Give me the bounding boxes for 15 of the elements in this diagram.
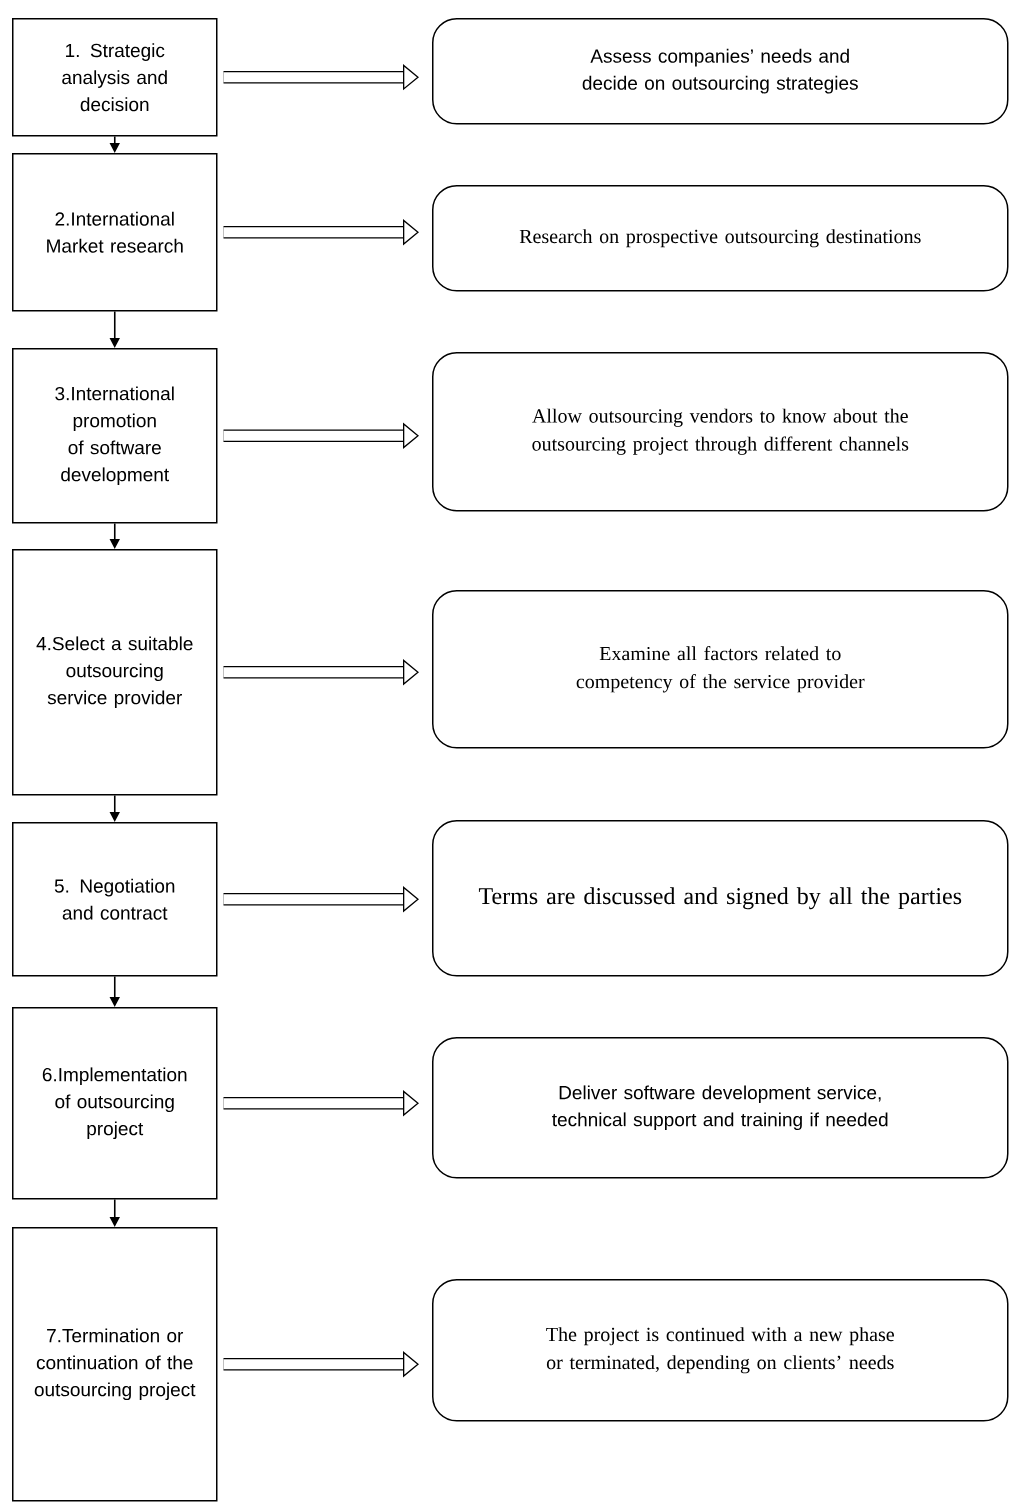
block-arrow	[223, 422, 419, 449]
description-box: Terms are discussed and signed by all the parties	[432, 820, 1009, 977]
step-box: 4.Select a suitable outsourcing service provider	[12, 549, 218, 796]
description-box: Deliver software development service, technical support and training if needed	[432, 1037, 1009, 1179]
step-box: 7.Termination or continuation of the outsourcing project	[12, 1227, 218, 1502]
description-box: Assess companies’ needs and decide on outsourcing strategies	[432, 18, 1009, 125]
description-box: Allow outsourcing vendors to know about the outsourcing project through different channels	[432, 352, 1009, 512]
step-box: 1. Strategic analysis and decision	[12, 18, 218, 137]
step-box: 2.International Market research	[12, 153, 218, 312]
description-box: Examine all factors related to competency of the service provider	[432, 590, 1009, 749]
description-box: The project is continued with a new phase or terminated, depending on clients’ needs	[432, 1279, 1009, 1422]
step-box: 3.International promotion of software development	[12, 348, 218, 524]
description-box: Research on prospective outsourcing destinations	[432, 185, 1009, 292]
step-box: 6.Implementation of outsourcing project	[12, 1007, 218, 1200]
step-box: 5. Negotiation and contract	[12, 822, 218, 977]
